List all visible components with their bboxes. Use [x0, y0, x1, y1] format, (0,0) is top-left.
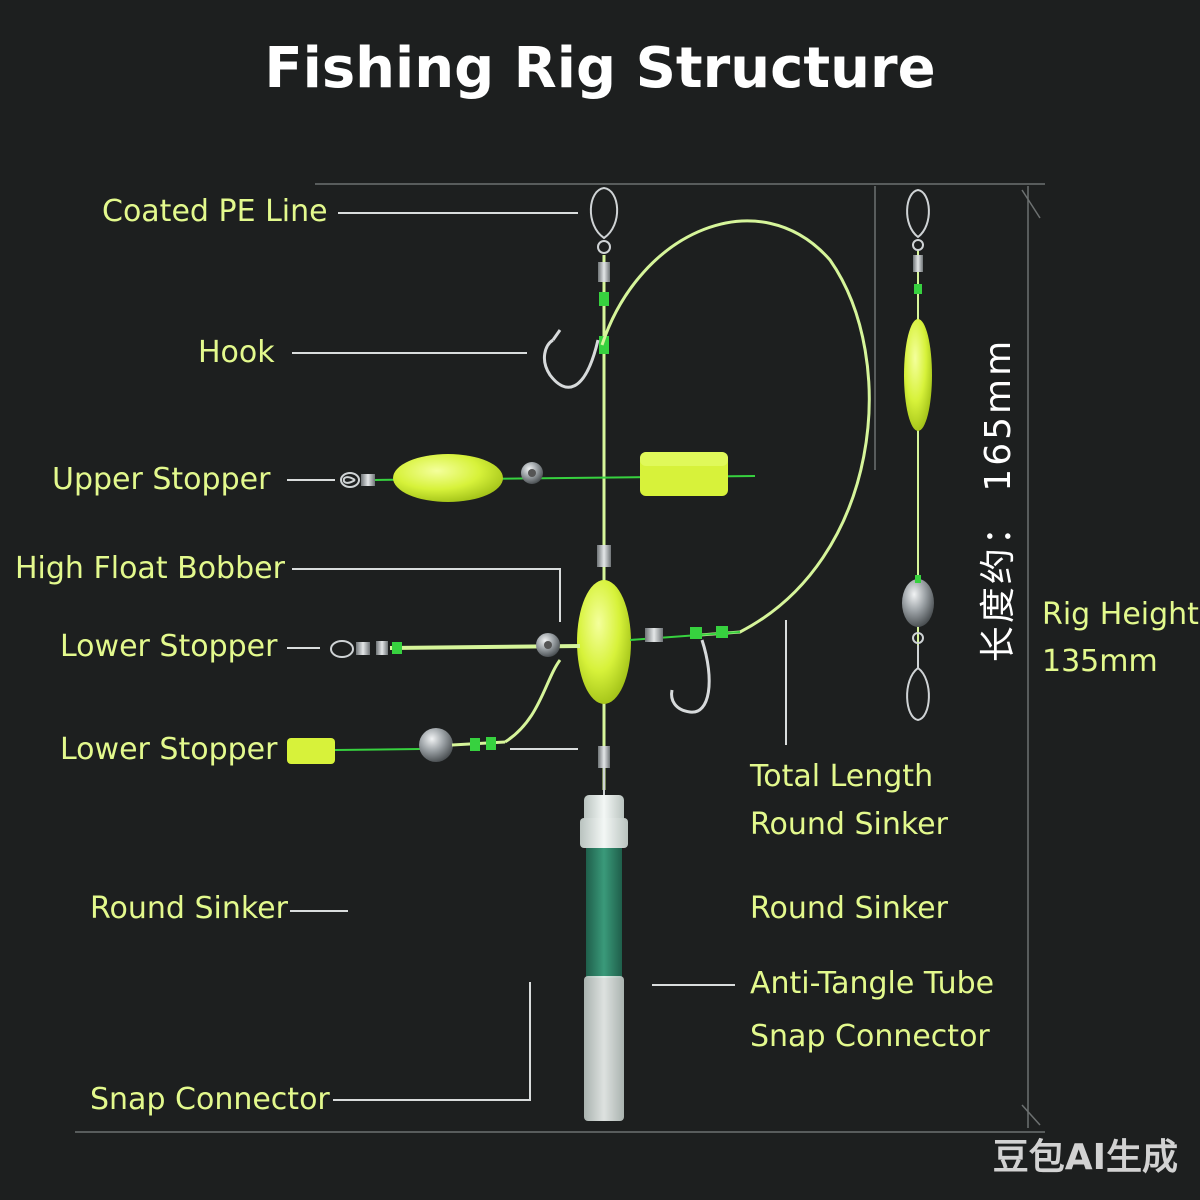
- label-round-sinker-r2: Round Sinker: [750, 891, 948, 926]
- label-snap-connector-left: Snap Connector: [90, 1082, 330, 1117]
- label-lower-stopper-1: Lower Stopper: [60, 629, 278, 664]
- lower-stopper-1-assembly: [330, 626, 741, 714]
- label-hook: Hook: [198, 335, 275, 370]
- label-rig-height-value: 135mm: [1042, 644, 1158, 679]
- label-upper-stopper: Upper Stopper: [52, 462, 271, 497]
- page-title: Fishing Rig Structure: [264, 36, 936, 101]
- mini-rig: [902, 188, 934, 722]
- label-anti-tangle-tube: Anti-Tangle Tube: [750, 966, 995, 1001]
- tube-icon: [580, 746, 628, 1121]
- label-rig-height: Rig Height: [1042, 597, 1199, 632]
- frame-lines: [75, 183, 1045, 1133]
- upper-stopper-assembly: [340, 452, 756, 502]
- lower-stopper-2-assembly: [287, 659, 562, 764]
- float-icon: [393, 454, 503, 502]
- leader-lines: [287, 212, 787, 1101]
- label-round-sinker-left: Round Sinker: [90, 891, 288, 926]
- label-high-float-bobber: High Float Bobber: [15, 551, 285, 586]
- label-lower-stopper-2: Lower Stopper: [60, 732, 278, 767]
- hook-icon: [542, 329, 600, 389]
- label-total-length: Total Length: [750, 759, 934, 794]
- label-round-sinker-r1: Round Sinker: [750, 807, 948, 842]
- loop-line: [600, 219, 871, 637]
- high-float-bobber: [577, 580, 631, 704]
- label-coated-pe-line: Coated PE Line: [102, 194, 328, 229]
- loop-icon: [906, 666, 930, 722]
- watermark: 豆包AI生成: [992, 1137, 1178, 1178]
- sinker-icon: [419, 728, 453, 762]
- label-snap-connector-right: Snap Connector: [750, 1019, 990, 1054]
- dimension-text: 长度约： 165mm: [978, 337, 1019, 663]
